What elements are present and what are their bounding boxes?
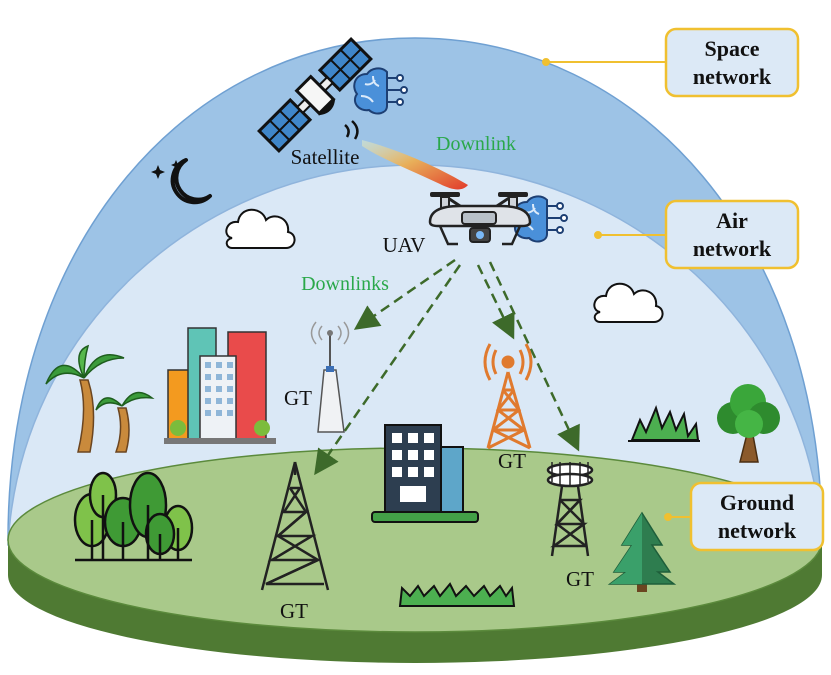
downlink-beam xyxy=(362,140,468,190)
antenna-tower-icon xyxy=(310,321,350,433)
gt-label-2: GT xyxy=(498,449,526,473)
downlink-label: Downlink xyxy=(436,133,516,155)
city-buildings-icon xyxy=(164,327,276,444)
gt-label-4: GT xyxy=(566,567,594,591)
ground-network-label: Ground network xyxy=(689,481,825,552)
uav-drone-icon xyxy=(428,192,532,246)
space-label-line2: network xyxy=(693,64,772,89)
satellite-label: Satellite xyxy=(291,145,360,169)
air-label-line1: Air xyxy=(716,208,748,233)
uav-label: UAV xyxy=(383,233,426,257)
gt-label-1: GT xyxy=(284,386,312,410)
signal-waves-icon xyxy=(344,120,359,140)
gt-label-3: GT xyxy=(280,599,308,623)
satellite-icon xyxy=(257,37,373,153)
moon-icon xyxy=(151,158,212,205)
palm-tree-icon xyxy=(45,344,155,453)
office-building-icon xyxy=(371,424,479,523)
pine-tree-icon xyxy=(607,511,677,592)
lattice-tower-icon xyxy=(483,343,533,450)
label-connectors xyxy=(542,58,690,521)
forest-icon xyxy=(73,471,194,562)
downlink-arrows xyxy=(314,258,580,476)
grass-icon xyxy=(398,582,516,607)
lattice-tower-icon xyxy=(260,461,330,591)
ground-label-line1: Ground xyxy=(720,490,794,515)
air-label-line2: network xyxy=(693,236,772,261)
lattice-tower-icon xyxy=(546,462,594,557)
downlinks-label: Downlinks xyxy=(301,273,389,295)
grass-icon xyxy=(628,405,700,442)
space-label-line1: Space xyxy=(705,36,760,61)
cloud-icon xyxy=(593,282,664,323)
ground-label-line2: network xyxy=(718,518,797,543)
cloud-icon xyxy=(225,208,296,249)
air-network-label: Air network xyxy=(664,199,800,270)
space-network-label: Space network xyxy=(664,27,800,98)
tree-icon xyxy=(717,384,780,463)
ai-brain-icon xyxy=(353,67,408,115)
